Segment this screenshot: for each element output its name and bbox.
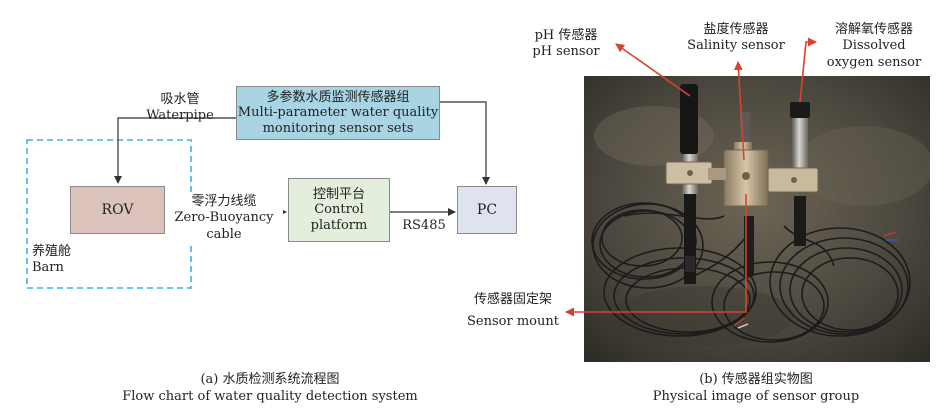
sensor-mount-bracket <box>665 149 819 207</box>
oxygen-en2: oxygen sensor <box>826 54 922 70</box>
waterpipe-connector <box>114 117 236 184</box>
salinity-en: Salinity sensor <box>687 38 785 54</box>
control-en2: platform <box>310 217 368 233</box>
sensor-sets-box: 多参数水质监测传感器组 Multi-parameter water qualit… <box>236 86 440 140</box>
salinity-sensor-label: 盐度传感器 Salinity sensor <box>680 22 792 55</box>
caption-b-zh: (b) 传感器组实物图 <box>699 372 813 387</box>
sensor-sets-zh: 多参数水质监测传感器组 <box>266 89 410 105</box>
sensor-group-photo <box>584 76 930 362</box>
sensor-sets-en2: monitoring sensor sets <box>262 120 414 136</box>
caption-a-zh: (a) 水质检测系统流程图 <box>200 372 340 387</box>
oxygen-en1: Dissolved <box>842 38 906 54</box>
sensor-photo-illustration <box>584 76 930 362</box>
waterpipe-en: Waterpipe <box>146 108 214 124</box>
control-platform-box: 控制平台 Control platform <box>288 178 390 242</box>
rov-box: ROV <box>70 186 165 234</box>
sensor-sets-en1: Multi-parameter water quality <box>237 105 439 121</box>
ph-sensor-label: pH 传感器 pH sensor <box>520 28 612 61</box>
mount-en: Sensor mount <box>467 314 559 330</box>
sensor-to-pc-connector <box>440 101 490 185</box>
caption-a: (a) 水质检测系统流程图 Flow chart of water qualit… <box>120 372 420 406</box>
rov-label: ROV <box>101 201 134 218</box>
ph-en: pH sensor <box>532 44 600 60</box>
cable-en1: Zero-Buoyancy <box>174 210 274 226</box>
control-en1: Control <box>314 202 364 218</box>
waterpipe-label: 吸水管 Waterpipe <box>130 92 230 125</box>
salinity-zh: 盐度传感器 <box>703 22 769 37</box>
pc-label: PC <box>476 201 498 218</box>
barn-region <box>26 139 192 289</box>
caption-a-en: Flow chart of water quality detection sy… <box>122 388 418 404</box>
barn-en: Barn <box>32 260 64 276</box>
cable-en2: cable <box>206 226 242 242</box>
mount-zh: 传感器固定架 <box>473 292 552 307</box>
wire-ends <box>733 231 898 329</box>
rs485-label: RS485 <box>402 218 446 233</box>
sensor-mount-label: 传感器固定架 Sensor mount <box>462 292 564 331</box>
waterpipe-zh: 吸水管 <box>160 92 200 107</box>
pc-box: PC <box>457 186 517 234</box>
cable-label: 零浮力线缆 Zero-Buoyancy cable <box>165 194 283 243</box>
control-zh: 控制平台 <box>312 186 365 202</box>
caption-b: (b) 传感器组实物图 Physical image of sensor gro… <box>606 372 906 406</box>
flow-chart-panel: 多参数水质监测传感器组 Multi-parameter water qualit… <box>26 86 517 406</box>
oxygen-sensor-label: 溶解氧传感器 Dissolved oxygen sensor <box>818 22 930 71</box>
barn-label: 养殖舱 Barn <box>32 244 71 277</box>
ph-zh: pH 传感器 <box>534 28 598 43</box>
caption-b-en: Physical image of sensor group <box>652 388 860 404</box>
cable-zh: 零浮力线缆 <box>191 194 257 209</box>
barn-zh: 养殖舱 <box>32 244 72 259</box>
oxygen-zh: 溶解氧传感器 <box>834 22 913 37</box>
